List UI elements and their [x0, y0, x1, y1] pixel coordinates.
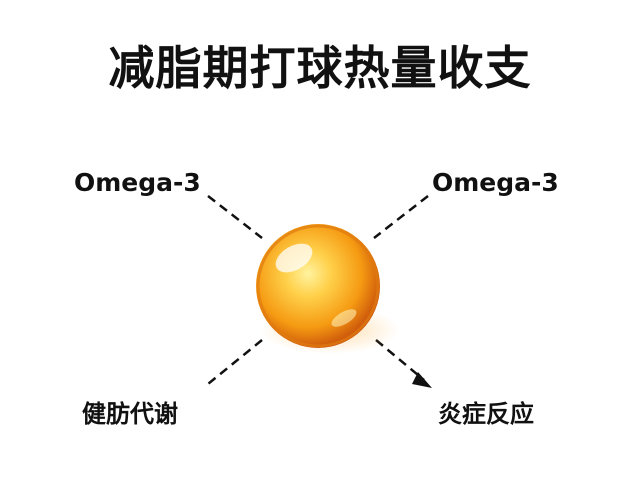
arrowhead-bottom-right	[412, 372, 432, 388]
connector-top-right	[373, 195, 429, 239]
capsule-highlight-small	[331, 309, 357, 327]
omega-3-capsule-icon	[256, 224, 400, 354]
connector-top-left	[207, 195, 263, 239]
page-title: 减脂期打球热量收支	[108, 41, 532, 95]
label-top-left: Omega-3	[74, 168, 201, 197]
connector-lines	[207, 195, 429, 385]
label-bottom-left: 健肪代谢	[82, 400, 178, 428]
capsule-rim	[256, 224, 380, 348]
capsule-highlight	[275, 243, 313, 273]
label-bottom-right: 炎症反应	[438, 400, 534, 428]
label-top-right: Omega-3	[432, 168, 559, 197]
connector-bottom-right	[375, 339, 425, 381]
connector-bottom-left	[207, 339, 263, 385]
